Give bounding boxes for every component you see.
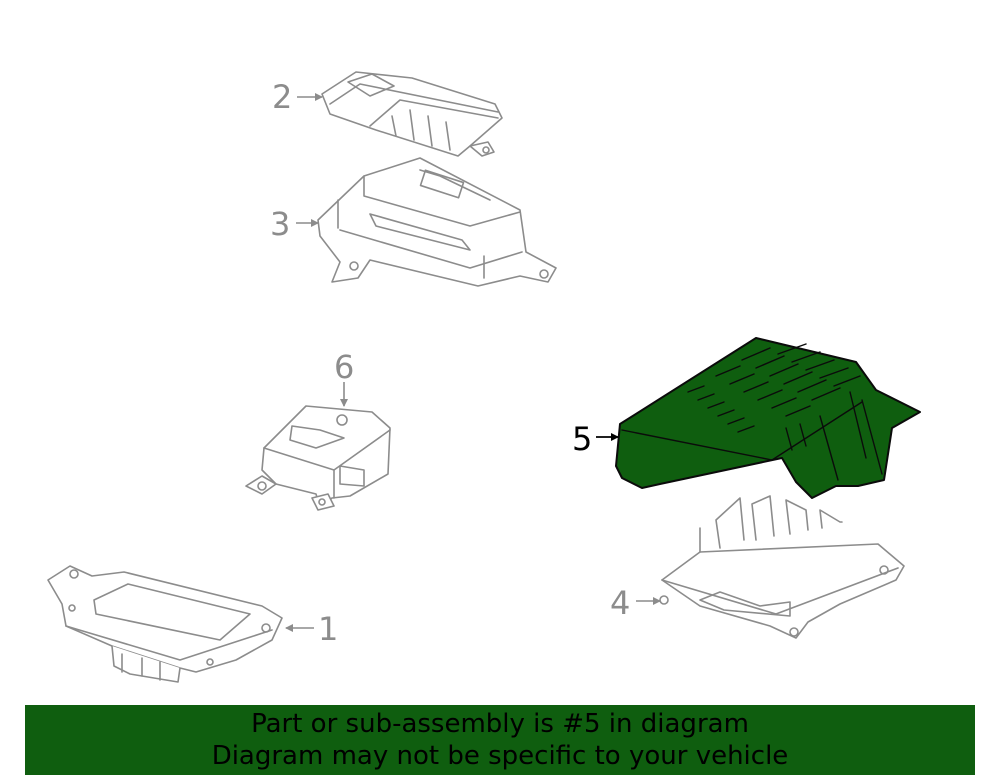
callout-3: 3	[270, 205, 319, 243]
callout-5-number: 5	[572, 420, 592, 458]
callout-4-number: 4	[610, 584, 630, 622]
callout-6-number: 6	[334, 348, 354, 386]
part-3-bracket[interactable]	[317, 157, 557, 287]
callout-2: 2	[272, 78, 323, 116]
part-5-cover-highlighted[interactable]	[615, 337, 921, 499]
callout-2-number: 2	[272, 78, 292, 116]
callout-6: 6	[334, 348, 354, 407]
part-1-base-module[interactable]	[47, 565, 283, 683]
callout-1-number: 1	[318, 610, 338, 648]
callout-1: 1	[285, 610, 338, 648]
callout-3-number: 3	[270, 205, 290, 243]
banner-line-disclaimer: Diagram may not be specific to your vehi…	[211, 741, 789, 771]
banner-line-part-info: Part or sub-assembly is #5 in diagram	[251, 709, 749, 739]
part-4-heatsink-module[interactable]	[659, 495, 905, 639]
part-6-sensor-module[interactable]	[245, 405, 391, 511]
part-2-control-module[interactable]	[321, 71, 503, 157]
info-banner-background	[25, 705, 975, 775]
callout-5: 5	[572, 420, 619, 458]
callout-4: 4	[610, 584, 661, 622]
info-banner: Part or sub-assembly is #5 in diagram Di…	[25, 705, 975, 775]
